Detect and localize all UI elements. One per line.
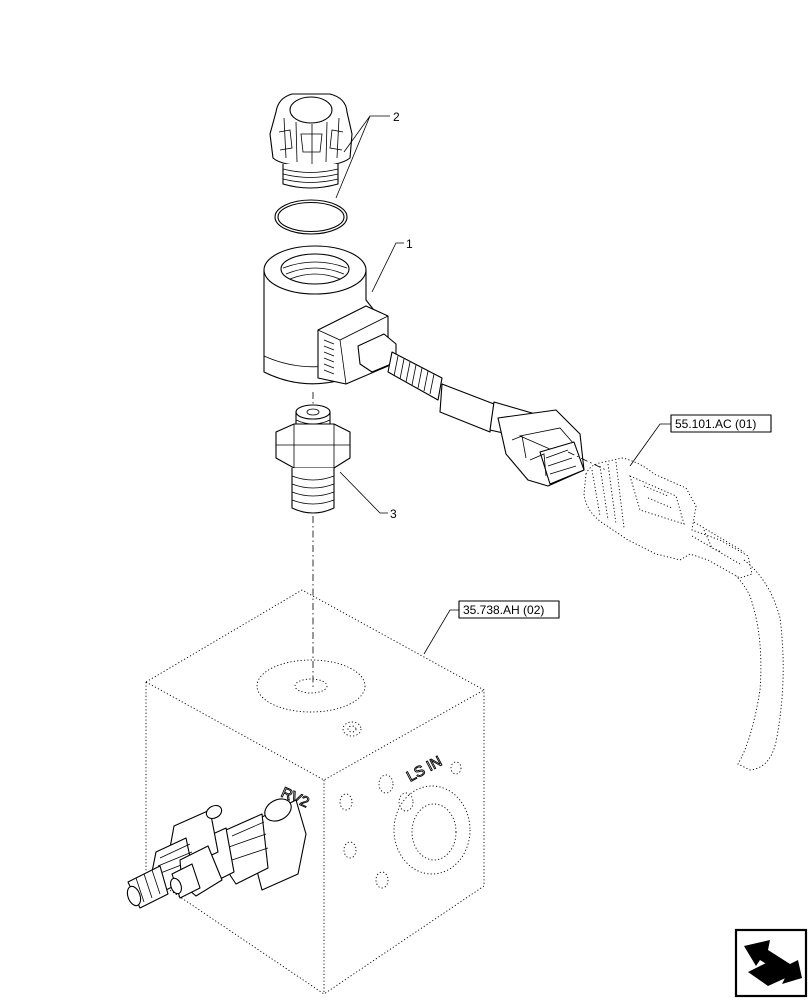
leader-2 [335, 115, 390, 199]
leader-1 [371, 242, 404, 293]
cartridge-valve [275, 404, 351, 514]
o-ring [274, 199, 348, 235]
callout-3: 3 [390, 507, 397, 521]
deutsch-connector [497, 409, 585, 487]
solenoid-coil [263, 245, 397, 385]
valve-manifold-block [145, 589, 485, 995]
leader-3 [339, 471, 388, 514]
plug-nut [269, 93, 353, 189]
mating-connector [567, 451, 784, 771]
port-label-ls-in: LS IN [404, 753, 445, 786]
manifold-reference-label: 35.738.AH (02) [463, 603, 544, 617]
callout-1: 1 [406, 237, 413, 251]
next-page-arrow-icon[interactable] [734, 928, 808, 998]
connector-reference-leader [629, 423, 671, 467]
callout-2: 2 [393, 110, 400, 124]
connector-reference-label: 55.101.AC (01) [675, 417, 756, 431]
connector-reference-box[interactable]: 55.101.AC (01) [670, 414, 772, 433]
manifold-reference-box[interactable]: 35.738.AH (02) [458, 600, 560, 619]
manifold-reference-leader [423, 609, 459, 655]
relief-valves [126, 798, 307, 909]
